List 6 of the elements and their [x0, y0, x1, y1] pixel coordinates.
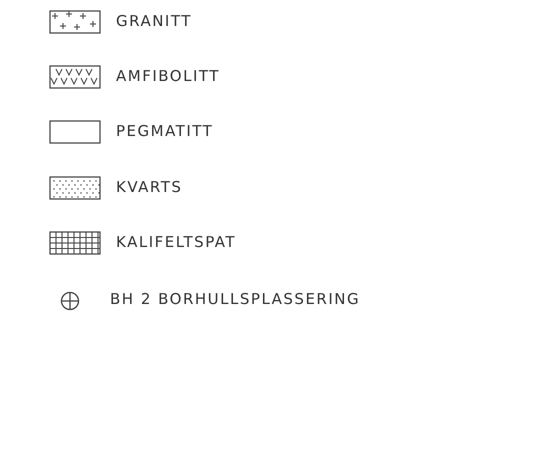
legend-text: AMFIBOLITT: [116, 67, 220, 85]
legend-text: PEGMATITT: [116, 122, 214, 140]
legend-text: BH 2 BORHULLSPLASSERING: [110, 290, 360, 308]
legend-text: KVARTS: [116, 178, 182, 196]
legend-text: KALIFELTSPAT: [116, 233, 236, 251]
legend-text: GRANITT: [116, 12, 192, 30]
